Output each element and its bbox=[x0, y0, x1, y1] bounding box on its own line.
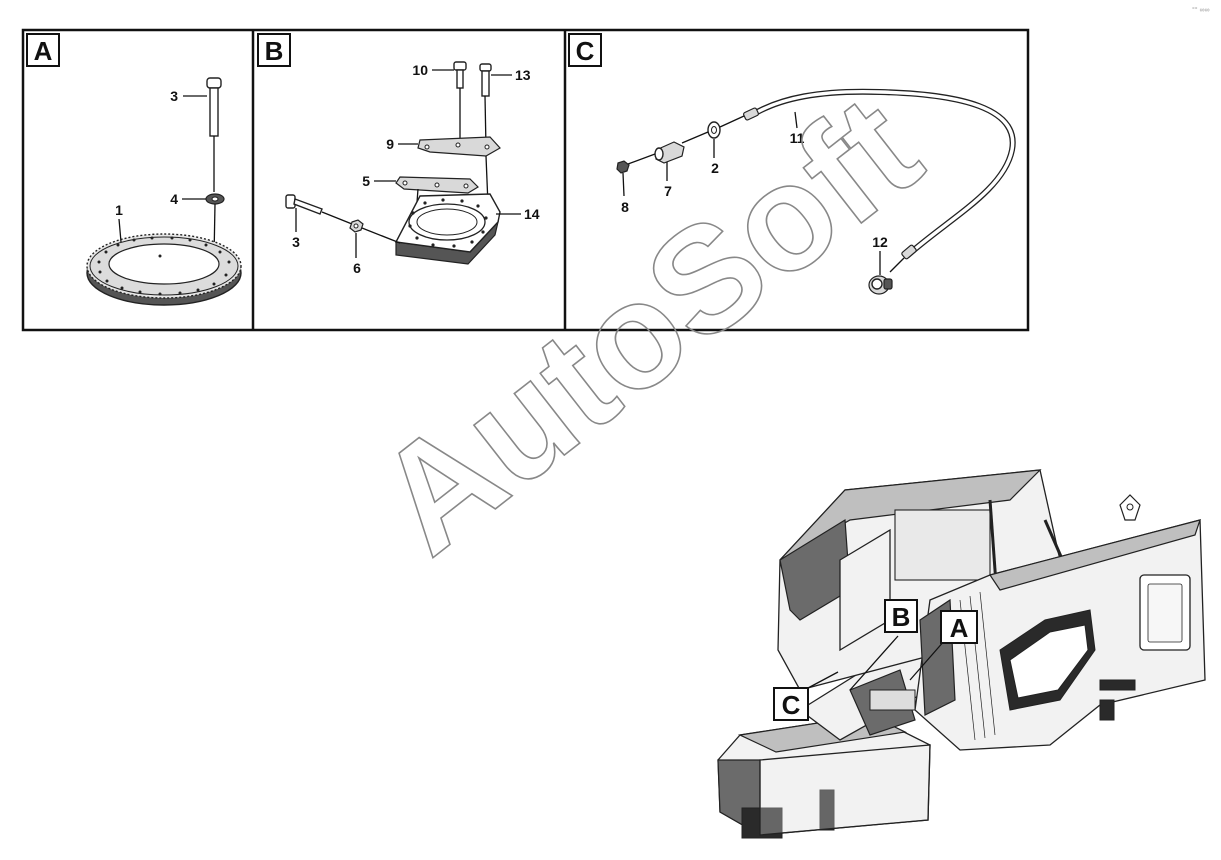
machine-illustration bbox=[717, 469, 1206, 839]
location-label-a: A bbox=[909, 610, 978, 681]
callout-b-14: 14 bbox=[524, 206, 540, 222]
plug-icon bbox=[616, 160, 630, 174]
mounting-bracket-icon bbox=[394, 193, 501, 265]
callout-a-4: 4 bbox=[170, 191, 178, 207]
callout-c-7: 7 bbox=[664, 183, 672, 199]
panel-c-letter: C bbox=[576, 36, 595, 66]
bolt-icon bbox=[206, 77, 222, 137]
machine-label-c: C bbox=[782, 690, 801, 720]
callout-b-3: 3 bbox=[292, 234, 300, 250]
nut-icon bbox=[349, 219, 364, 233]
corner-mark: °° ∞∞ bbox=[1192, 6, 1210, 14]
bolt-icon bbox=[285, 194, 323, 215]
callout-c-8: 8 bbox=[621, 199, 629, 215]
washer-icon bbox=[205, 193, 225, 205]
panel-a-label: A bbox=[26, 33, 60, 67]
callout-a-3: 3 bbox=[170, 88, 178, 104]
callout-c-11: 11 bbox=[790, 130, 805, 146]
callout-b-13: 13 bbox=[515, 67, 531, 83]
washer-icon bbox=[707, 121, 721, 139]
location-label-c: C bbox=[773, 671, 839, 721]
adapter-icon bbox=[654, 141, 685, 164]
panel-c-label: C bbox=[568, 33, 602, 67]
hose-icon bbox=[743, 88, 1016, 260]
panel-c: C bbox=[568, 33, 1016, 295]
slewing-ring-icon bbox=[86, 233, 242, 306]
plate-icon bbox=[395, 176, 479, 194]
panel-a-letter: A bbox=[34, 36, 53, 66]
fitting-icon bbox=[868, 275, 893, 295]
machine-label-b: B bbox=[892, 602, 911, 632]
panel-b: B bbox=[257, 33, 540, 276]
callout-c-2: 2 bbox=[711, 160, 719, 176]
callout-a-1: 1 bbox=[115, 202, 123, 218]
bolt-icon bbox=[479, 63, 492, 97]
panel-b-letter: B bbox=[265, 36, 284, 66]
machine-label-a: A bbox=[950, 613, 969, 643]
callout-b-9: 9 bbox=[386, 136, 394, 152]
callout-b-10: 10 bbox=[412, 62, 428, 78]
callout-b-6: 6 bbox=[353, 260, 361, 276]
panel-b-label: B bbox=[257, 33, 291, 67]
panel-a: A bbox=[26, 33, 242, 306]
callout-c-12: 12 bbox=[872, 234, 888, 250]
location-label-b: B bbox=[849, 599, 918, 691]
callout-b-5: 5 bbox=[362, 173, 370, 189]
